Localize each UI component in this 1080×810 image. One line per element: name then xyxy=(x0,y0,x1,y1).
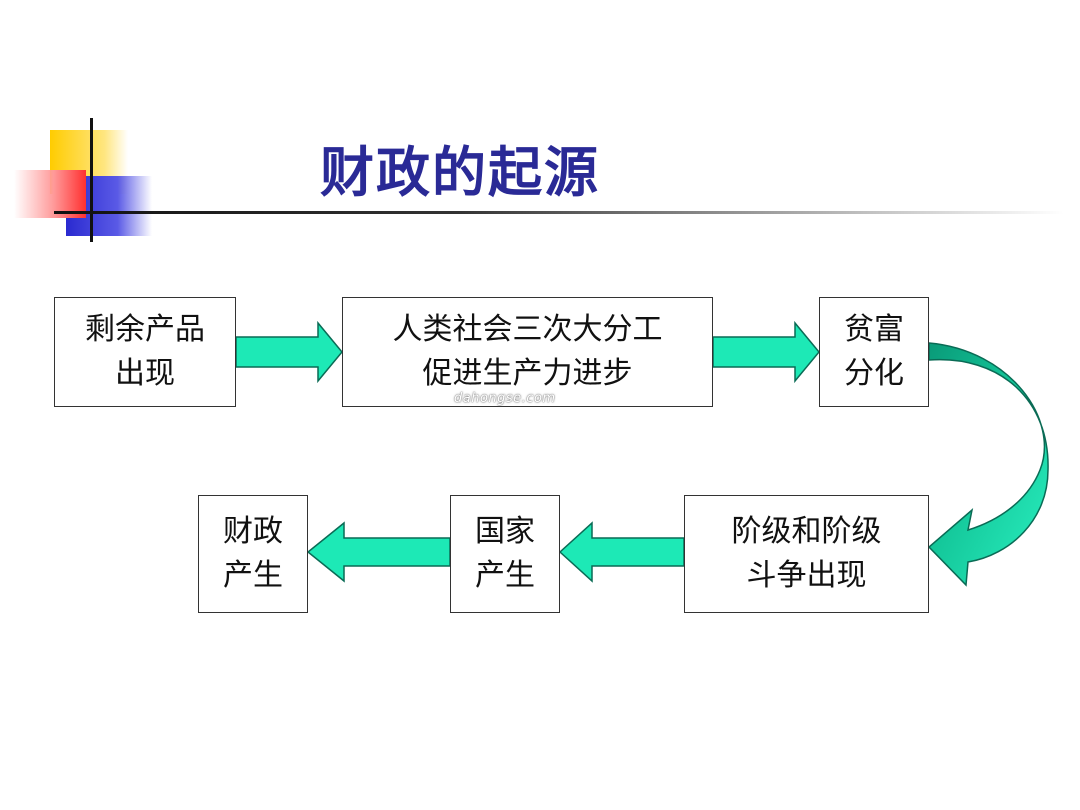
arrow-state-to-finance xyxy=(306,521,451,583)
box-division-of-labor: 人类社会三次大分工 促进生产力进步 xyxy=(342,297,713,407)
box-surplus-product-text: 剩余产品 出现 xyxy=(85,312,205,391)
box-wealth-gap: 贫富 分化 xyxy=(819,297,929,407)
box-wealth-gap-text: 贫富 分化 xyxy=(844,312,904,391)
box-finance-text: 财政 产生 xyxy=(223,514,283,593)
arrow-wealth-to-class-curve xyxy=(927,342,1049,587)
slide-title: 财政的起源 xyxy=(320,141,600,204)
box-state-text: 国家 产生 xyxy=(475,514,535,593)
box-surplus-product: 剩余产品 出现 xyxy=(54,297,236,407)
box-class-struggle-text: 阶级和阶级 斗争出现 xyxy=(731,514,882,593)
decor-vertical-line xyxy=(90,118,93,242)
arrow-division-to-wealth xyxy=(712,320,820,384)
box-state: 国家 产生 xyxy=(450,495,560,613)
arrow-surplus-to-division xyxy=(235,320,343,384)
arrow-class-to-state xyxy=(558,521,685,583)
box-class-struggle: 阶级和阶级 斗争出现 xyxy=(684,495,929,613)
decor-red-square xyxy=(14,170,86,218)
box-division-of-labor-text: 人类社会三次大分工 促进生产力进步 xyxy=(392,312,663,391)
watermark: dahongse.com xyxy=(454,391,556,406)
title-underline xyxy=(54,211,1064,214)
box-finance: 财政 产生 xyxy=(198,495,308,613)
